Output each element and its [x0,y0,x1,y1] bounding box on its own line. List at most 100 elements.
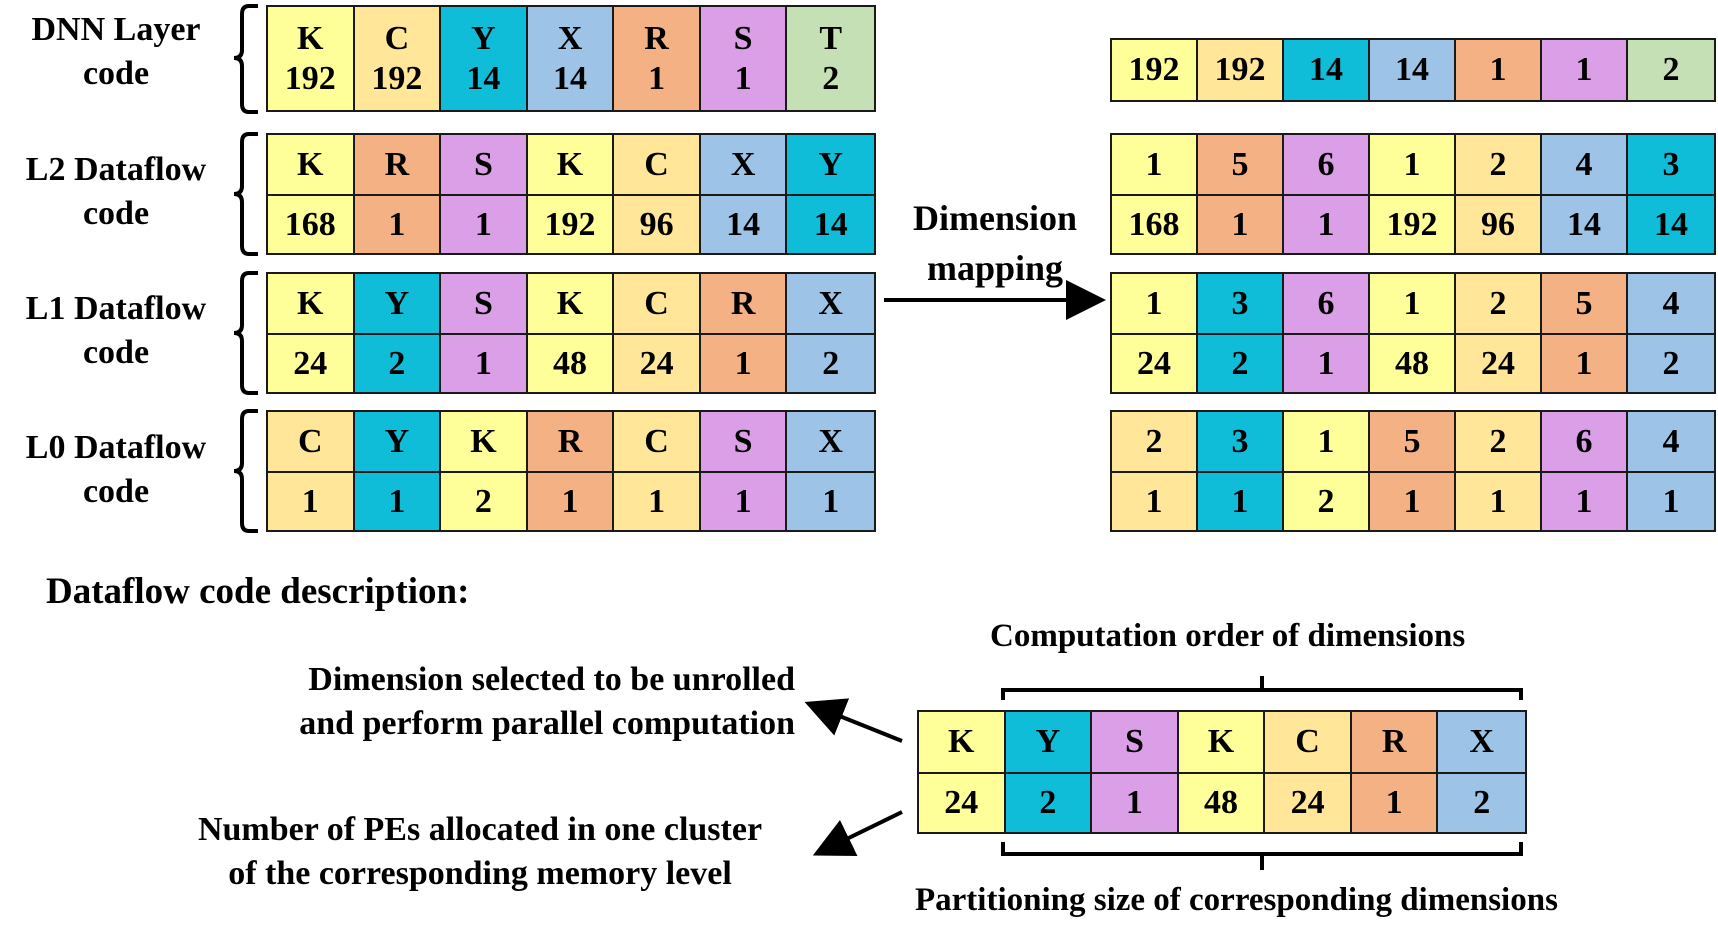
mapped-size-cell: 168 [1112,194,1198,253]
dim-label-cell: R [354,135,442,194]
mapped-size-cell: 192 [1370,194,1456,253]
mapped-index-cell: 4 [1542,135,1628,194]
example-dim-cell: K [919,712,1006,772]
mapped-layer-size: 14 [1284,40,1370,100]
partitioning-bracket [1001,842,1523,870]
mapped-layer-size: 192 [1198,40,1284,100]
dnn-layer-label-line2: code [82,55,150,92]
mapped-size-cell: 1 [1198,194,1284,253]
dimension-mapping-label: Dimension mapping [895,193,1095,293]
dim-label-cell: K [268,135,355,194]
mapped-layer-size: 1 [1542,40,1628,100]
dim-size-cell: 24 [614,333,701,392]
mapped-size-cell: 1 [1542,333,1628,392]
dim-size-cell: 192 [527,194,615,253]
dim-label-cell: Y [354,412,442,471]
dim-label-cell: S [441,135,528,194]
dim-size-cell: 168 [268,194,355,253]
dim-label-cell: C [614,412,701,471]
dim-label-cell: X [700,135,788,194]
mapped-index-cell: 1 [1370,274,1456,333]
dim-label-cell: C [268,412,355,471]
mapped-size-cell: 48 [1370,333,1456,392]
layer-dim-size: 192 [284,59,336,97]
partitioning-label: Partitioning size of corresponding dimen… [915,882,1558,918]
l1-label-line2: code [82,334,150,371]
dim-label-cell: R [527,412,615,471]
mapped-size-cell: 1 [1284,333,1370,392]
l2-brace [233,132,258,256]
dim-label-cell: X [787,274,874,333]
layer-dim-label: C [384,19,410,57]
mapped-index-cell: 3 [1198,412,1284,471]
pes-line2: of the corresponding memory level [228,855,732,892]
computation-order-bracket [1001,676,1523,700]
mapped-index-cell: 5 [1542,274,1628,333]
mapped-index-cell: 5 [1370,412,1456,471]
mapped-size-cell: 2 [1628,333,1714,392]
dim-size-cell: 1 [700,333,788,392]
dim-size-cell: 1 [787,471,874,530]
unrolled-line1: Dimension selected to be unrolled [308,661,795,698]
dim-size-cell: 1 [614,471,701,530]
mapped-size-cell: 1 [1198,471,1284,530]
mapped-size-cell: 14 [1542,194,1628,253]
example-dim-cell: K [1178,712,1266,772]
layer-dim-size: 1 [734,59,752,97]
dim-size-cell: 1 [441,333,528,392]
mapped-layer-size: 192 [1112,40,1198,100]
pes-line1: Number of PEs allocated in one cluster [197,811,763,848]
mapped-index-cell: 6 [1542,412,1628,471]
mapped-size-cell: 1 [1542,471,1628,530]
dim-size-cell: 2 [354,333,442,392]
mapped-layer-size: 2 [1628,40,1714,100]
mapped-size-cell: 1 [1628,471,1714,530]
example-dim-cell: S [1092,712,1179,772]
layer-dim-label: T [819,19,843,57]
dim-size-cell: 14 [787,194,874,253]
dim-size-cell: 1 [700,471,788,530]
mapped-index-cell: 4 [1628,274,1714,333]
l0-dataflow-label: L0 Dataflow code [0,426,232,514]
layer-dim-label: Y [471,19,496,57]
mapped-size-cell: 1 [1112,471,1198,530]
mapped-index-cell: 5 [1198,135,1284,194]
dim-label-cell: K [527,274,615,333]
example-size-cell: 24 [919,772,1006,832]
dim-size-cell: 2 [441,471,528,530]
mapped-size-cell: 24 [1456,333,1542,392]
mapped-index-cell: 2 [1456,135,1542,194]
l0-brace [233,409,258,533]
mapped-index-cell: 6 [1284,135,1370,194]
dim-size-cell: 1 [441,194,528,253]
dnn-layer-label: DNN Layer code [0,8,232,96]
dim-label-cell: C [614,135,701,194]
dim-label-cell: S [441,274,528,333]
layer-dim-size: 14 [466,59,501,97]
l2-label-line2: code [82,195,150,232]
mapping-label-line1: Dimension [912,198,1078,238]
mapped-size-cell: 1 [1370,471,1456,530]
dim-label-cell: K [441,412,528,471]
layer-dim-label: R [644,19,669,57]
example-dim-cell: C [1265,712,1352,772]
mapping-label-line2: mapping [926,248,1064,288]
layer-dim-size: 2 [822,59,840,97]
dnn-layer-brace [233,4,258,114]
dim-label-cell: R [700,274,788,333]
mapped-layer-size: 1 [1456,40,1542,100]
mapped-index-cell: 3 [1198,274,1284,333]
dim-size-cell: 48 [527,333,615,392]
dim-label-cell: K [527,135,615,194]
dim-label-cell: Y [354,274,442,333]
dnn-layer-label-line1: DNN Layer [31,11,201,48]
